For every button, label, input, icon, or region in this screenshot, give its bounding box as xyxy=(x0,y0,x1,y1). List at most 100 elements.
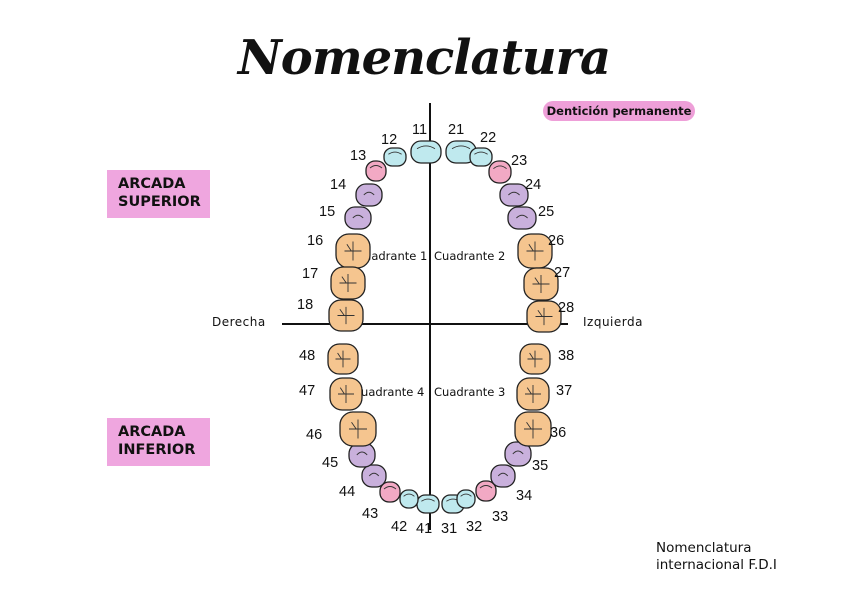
tooth-25-detail xyxy=(516,214,528,219)
tooth-34-crown xyxy=(490,464,516,488)
tooth-number-17: 17 xyxy=(302,266,318,282)
tooth-44: 44 xyxy=(339,464,387,500)
tooth-44-crown xyxy=(361,464,387,488)
arcade-upper-line1: ARCADA xyxy=(118,176,186,192)
footer-line2: internacional F.D.I xyxy=(656,557,777,573)
tooth-23-detail xyxy=(493,165,507,170)
quadrant-1-label: Cuadrante 1 xyxy=(356,249,428,263)
tooth-24: 24 xyxy=(499,177,541,207)
tooth-22-crown xyxy=(469,147,493,167)
tooth-number-45: 45 xyxy=(322,455,338,471)
tooth-15-detail xyxy=(352,214,364,219)
tooth-number-34: 34 xyxy=(516,488,532,504)
tooth-number-14: 14 xyxy=(330,177,346,193)
tooth-number-16: 16 xyxy=(307,233,323,249)
tooth-48-detail xyxy=(335,350,351,368)
tooth-12-crown xyxy=(383,147,407,167)
tooth-34-detail xyxy=(497,472,509,477)
tooth-46-detail xyxy=(349,419,367,439)
tooth-23-crown xyxy=(488,160,512,184)
tooth-number-48: 48 xyxy=(299,348,315,364)
tooth-24-crown xyxy=(499,183,529,207)
tooth-44-detail xyxy=(368,472,380,477)
tooth-26: 26 xyxy=(517,233,564,269)
tooth-number-41: 41 xyxy=(416,521,432,537)
tooth-45: 45 xyxy=(322,442,376,471)
tooth-35-detail xyxy=(512,450,524,455)
tooth-38: 38 xyxy=(519,343,574,375)
arcade-upper-line2: SUPERIOR xyxy=(118,194,201,210)
tooth-25-crown xyxy=(507,206,537,230)
tooth-27-detail xyxy=(532,275,550,293)
tooth-34: 34 xyxy=(490,464,532,504)
tooth-number-35: 35 xyxy=(532,458,548,474)
tooth-48: 48 xyxy=(299,343,359,375)
tooth-number-43: 43 xyxy=(362,506,378,522)
arcade-upper-label: ARCADA SUPERIOR xyxy=(107,170,210,218)
tooth-31: 31 xyxy=(441,494,465,537)
tooth-42-detail xyxy=(403,493,415,497)
quadrant-2-label: Cuadrante 2 xyxy=(434,249,506,263)
tooth-36-detail xyxy=(524,419,542,439)
tooth-14: 14 xyxy=(330,177,383,207)
tooth-26-detail xyxy=(526,241,544,261)
tooth-number-33: 33 xyxy=(492,509,508,525)
tooth-18-detail xyxy=(337,306,355,325)
tooth-number-42: 42 xyxy=(391,519,407,535)
tooth-32-detail xyxy=(460,493,472,497)
tooth-18: 18 xyxy=(297,297,364,332)
tooth-32: 32 xyxy=(456,489,482,535)
tooth-16-detail xyxy=(344,241,362,261)
tooth-number-12: 12 xyxy=(381,132,397,148)
tooth-41-detail xyxy=(421,498,435,502)
tooth-36: 36 xyxy=(514,411,566,447)
tooth-number-38: 38 xyxy=(558,348,574,364)
tooth-13: 13 xyxy=(350,148,387,182)
tooth-11-detail xyxy=(416,145,436,150)
tooth-43-crown xyxy=(379,481,401,503)
tooth-number-23: 23 xyxy=(511,153,527,169)
tooth-number-32: 32 xyxy=(466,519,482,535)
tooth-number-15: 15 xyxy=(319,204,335,220)
dentition-badge: Dentición permanente xyxy=(543,101,695,121)
tooth-24-detail xyxy=(508,191,520,196)
tooth-37: 37 xyxy=(516,377,572,411)
page-title: Nomenclatura xyxy=(237,30,611,86)
tooth-13-crown xyxy=(365,160,387,182)
tooth-14-detail xyxy=(363,191,375,196)
tooth-23: 23 xyxy=(488,153,527,184)
tooth-43-detail xyxy=(383,486,397,490)
tooth-16: 16 xyxy=(307,233,371,269)
tooth-28: 28 xyxy=(526,300,574,333)
tooth-42-crown xyxy=(399,489,419,509)
quadrant-4-label: Cuadrante 4 xyxy=(353,385,425,399)
tooth-number-31: 31 xyxy=(441,521,457,537)
tooth-number-37: 37 xyxy=(556,383,572,399)
tooth-41-crown xyxy=(416,494,440,514)
tooth-number-18: 18 xyxy=(297,297,313,313)
tooth-46: 46 xyxy=(306,411,377,447)
tooth-38-detail xyxy=(527,350,543,368)
tooth-33-crown xyxy=(475,480,497,502)
tooth-11-crown xyxy=(410,140,442,164)
footer-line1: Nomenclatura xyxy=(656,540,752,556)
side-right-label: Derecha xyxy=(212,315,266,329)
tooth-number-13: 13 xyxy=(350,148,366,164)
tooth-17-detail xyxy=(339,274,357,292)
tooth-number-26: 26 xyxy=(548,233,564,249)
tooth-47-detail xyxy=(338,385,354,403)
quadrant-3-label: Cuadrante 3 xyxy=(434,385,506,399)
tooth-number-25: 25 xyxy=(538,204,554,220)
tooth-42: 42 xyxy=(391,489,419,535)
tooth-number-22: 22 xyxy=(480,130,496,146)
tooth-number-47: 47 xyxy=(299,383,315,399)
tooth-27: 27 xyxy=(523,265,570,301)
tooth-13-detail xyxy=(369,165,383,169)
tooth-number-24: 24 xyxy=(525,177,541,193)
side-left-label: Izquierda xyxy=(583,315,643,329)
tooth-33-detail xyxy=(479,485,493,489)
tooth-32-crown xyxy=(456,489,476,509)
tooth-number-36: 36 xyxy=(550,425,566,441)
